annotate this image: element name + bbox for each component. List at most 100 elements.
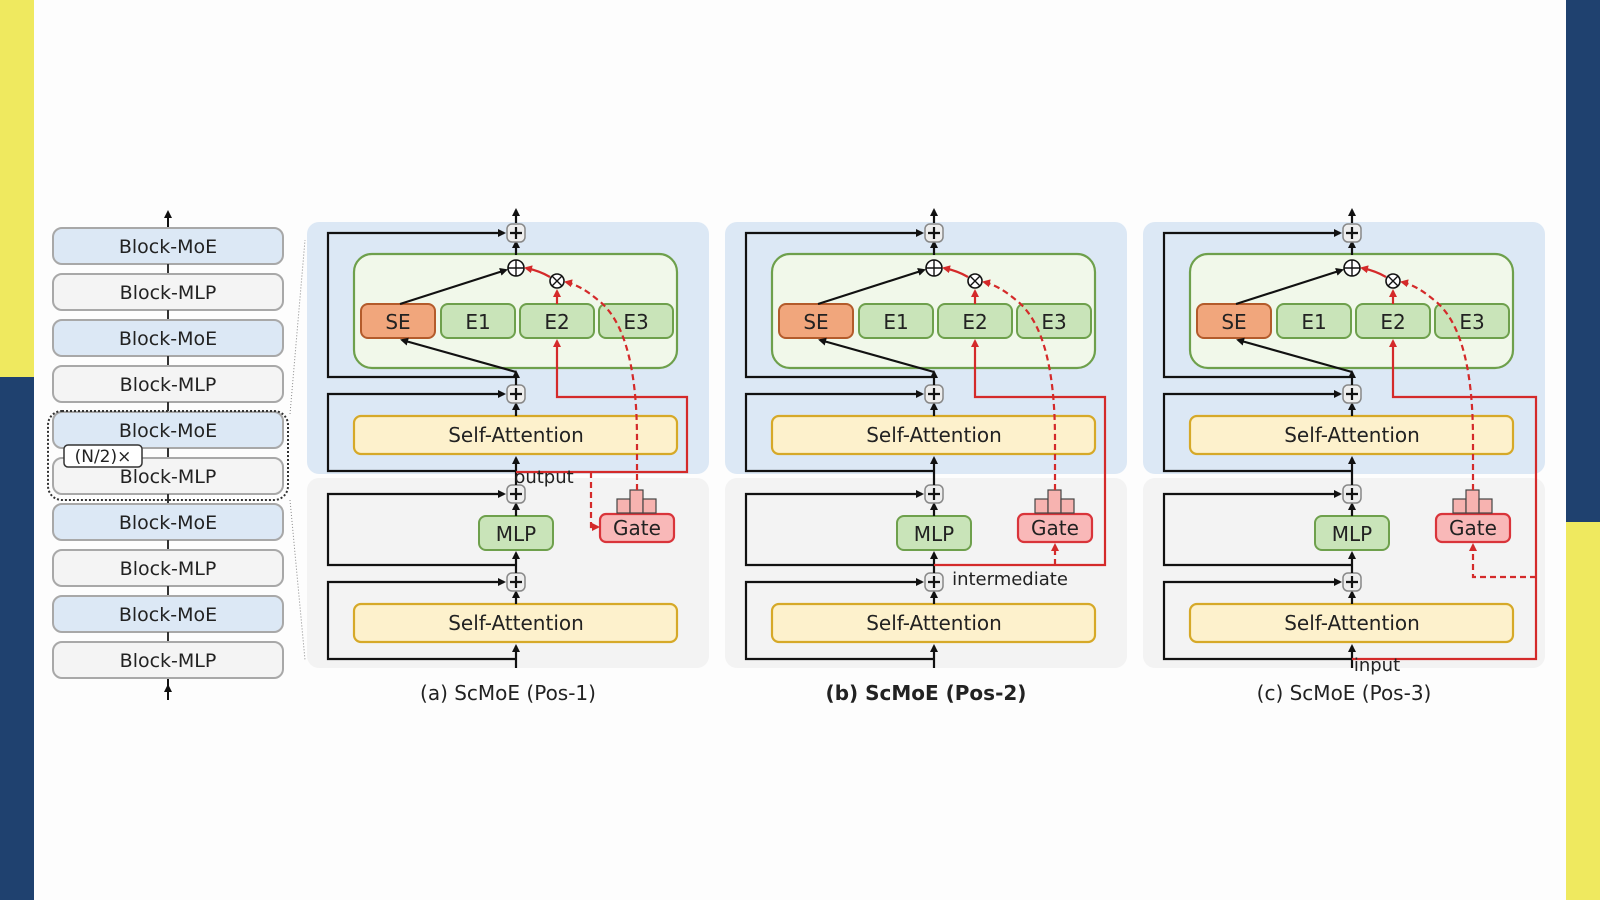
right-navy-stripe: [1566, 0, 1600, 522]
zoom-connector-top: [289, 239, 306, 415]
gate-block: Gate: [1434, 489, 1512, 544]
self-attention-mlp: Self-Attention: [770, 602, 1097, 644]
expert-box: [1196, 303, 1272, 339]
residual-line: [326, 578, 516, 661]
stack-block: Block-MoE: [52, 503, 284, 541]
panel-caption: (c) ScMoE (Pos-3): [1257, 681, 1432, 705]
left-yellow-stripe: [0, 0, 34, 377]
self-attention-moe: Self-Attention: [770, 414, 1097, 456]
expert-label: E3: [1459, 310, 1484, 334]
gate-label: Gate: [1031, 516, 1079, 540]
sum-node: [507, 259, 525, 277]
expert-label: E3: [623, 310, 648, 334]
circle-times-cross: [1387, 275, 1399, 287]
expert-label: E2: [962, 310, 987, 334]
expert-box: [778, 303, 854, 339]
stack-block-label: Block-MLP: [120, 650, 217, 672]
residual-line: [1162, 390, 1352, 473]
sum-node: [1343, 259, 1361, 277]
mlp-block: MLP: [1314, 515, 1390, 551]
residual-add-node: [1342, 223, 1362, 243]
expert-box: [440, 303, 516, 339]
histogram-bar: [1047, 489, 1062, 514]
routing-line: [524, 265, 551, 278]
circle-plus-cross: [1344, 260, 1360, 276]
gate-block: Gate: [598, 489, 676, 544]
residual-add-node: [924, 223, 944, 243]
data-flow-line: [399, 268, 508, 306]
sum-node: [925, 259, 943, 277]
residual-line: [1162, 578, 1352, 661]
plus-icon: [1346, 227, 1358, 239]
histogram-bar: [1478, 498, 1493, 514]
stack-block: Block-MoE: [52, 227, 284, 265]
route-to-expert: [516, 339, 689, 474]
mlp-label: MLP: [914, 522, 954, 546]
circle-times-cross: [551, 275, 563, 287]
self-attention-label: Self-Attention: [866, 611, 1002, 635]
stack-block-label: Block-MoE: [119, 512, 217, 534]
residual-line: [744, 490, 934, 567]
stack-block-label: Block-MoE: [119, 420, 217, 442]
plus-icon: [1346, 388, 1358, 400]
gate-box: [1016, 512, 1094, 544]
expert-e1: E1: [1276, 303, 1352, 339]
plus-icon: [928, 388, 940, 400]
left-navy-stripe: [0, 377, 34, 900]
route-to-expert: [934, 339, 1107, 567]
data-flow-line: [400, 337, 517, 374]
expert-box: [1434, 303, 1510, 339]
self-attention-moe: Self-Attention: [352, 414, 679, 456]
residual-add-node: [1342, 384, 1362, 404]
repeat-group-outline: [47, 410, 289, 501]
self-attention-label: Self-Attention: [1284, 611, 1420, 635]
gate-weight-line: [982, 279, 1057, 490]
multiply-node: [967, 273, 983, 289]
repeat-label: (N/2)×: [75, 447, 132, 467]
panel-caption: (a) ScMoE (Pos-1): [420, 681, 596, 705]
expert-label: E3: [1041, 310, 1066, 334]
data-flow-line: [818, 337, 935, 374]
route-to-gate: [589, 472, 600, 531]
plus-icon: [510, 488, 522, 500]
block-mlp: [52, 641, 284, 679]
mlp-block: MLP: [478, 515, 554, 551]
right-yellow-stripe: [1566, 522, 1600, 900]
plus-icon: [1346, 488, 1358, 500]
stack-block: Block-MLP: [52, 273, 284, 311]
expert-e3: E3: [1016, 303, 1092, 339]
mlp-label: MLP: [1332, 522, 1372, 546]
gate-weight-line: [564, 279, 639, 490]
residual-line: [326, 490, 516, 567]
shared-expert: SE: [778, 303, 854, 339]
tap-position-label: input: [1354, 655, 1400, 676]
plus-icon: [928, 488, 940, 500]
circle-plus-cross: [508, 260, 524, 276]
stack-block-label: Block-MoE: [119, 236, 217, 258]
stack-block: Block-MoE: [52, 411, 284, 449]
stack-block-label: Block-MoE: [119, 328, 217, 350]
data-flow-line: [1236, 337, 1353, 374]
expert-label: SE: [385, 310, 410, 334]
gate-block: Gate: [1016, 489, 1094, 544]
residual-line: [1162, 229, 1352, 379]
plus-icon: [1346, 576, 1358, 588]
stack-block: Block-MoE: [52, 319, 284, 357]
stack-block-label: Block-MLP: [120, 282, 217, 304]
histogram-bar: [1060, 498, 1075, 514]
circle-times-cross: [969, 275, 981, 287]
histogram-bar: [616, 498, 631, 514]
routing-line: [942, 265, 969, 278]
residual-line: [744, 578, 934, 661]
expert-e1: E1: [440, 303, 516, 339]
histogram-bar: [629, 489, 644, 514]
mlp-block: MLP: [896, 515, 972, 551]
repeat-badge: (N/2)×: [63, 444, 143, 468]
route-to-gate: [1469, 543, 1536, 579]
expert-label: E2: [1380, 310, 1405, 334]
self-attention-mlp: Self-Attention: [1188, 602, 1515, 644]
residual-add-node: [1342, 484, 1362, 504]
gate-weight-line: [1400, 279, 1475, 490]
self-attention-mlp: Self-Attention: [352, 602, 679, 644]
